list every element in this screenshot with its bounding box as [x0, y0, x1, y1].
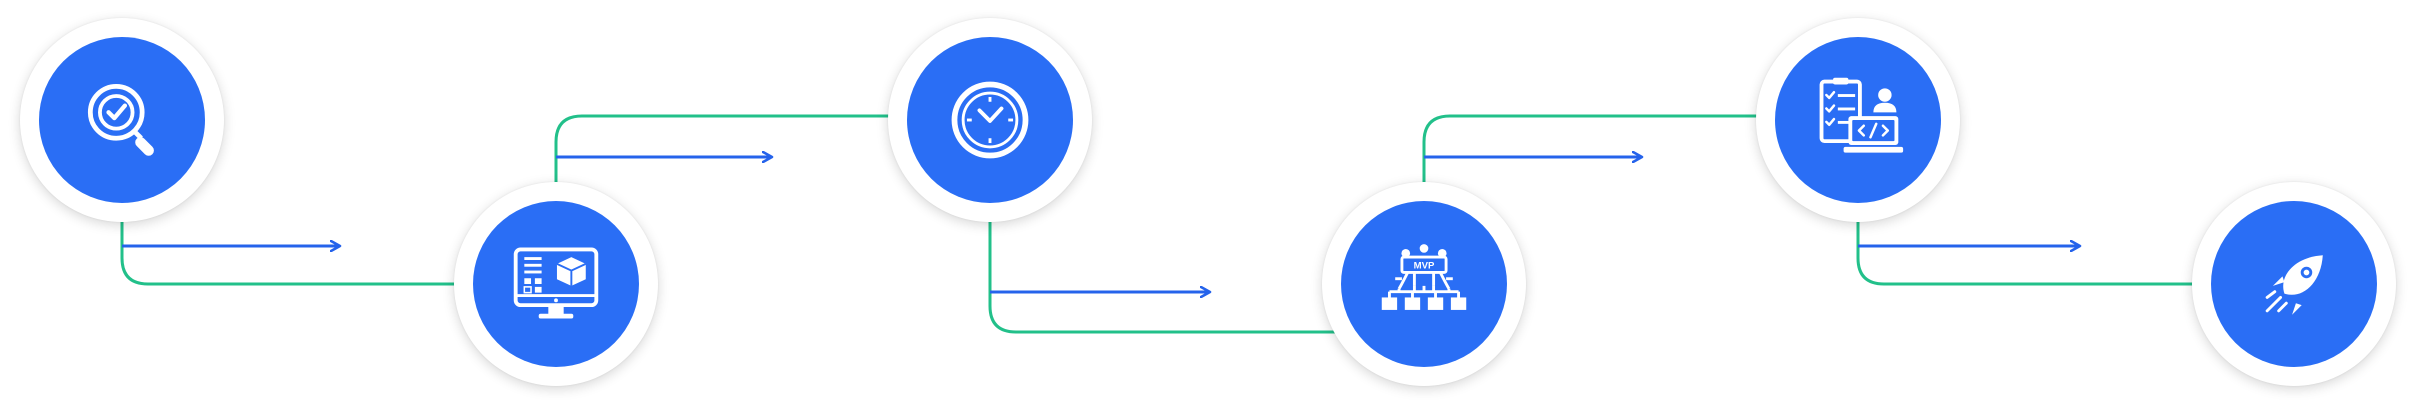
connector-3-4	[988, 222, 1336, 334]
step-disc-1	[39, 37, 205, 203]
clock-icon	[951, 81, 1029, 159]
step-node-5	[1756, 18, 1960, 222]
step-node-3	[888, 18, 1092, 222]
connector-1-2	[120, 222, 456, 286]
checklist-code-icon	[1819, 77, 1904, 153]
connector-2-3	[554, 114, 890, 184]
connector-5-6	[1856, 222, 2194, 286]
mvp-structure-icon: MVP	[1381, 244, 1467, 310]
step-disc-4: MVP	[1341, 201, 1507, 367]
search-check-icon	[87, 84, 154, 156]
rocket-icon	[2265, 255, 2323, 315]
connector-4-5	[1422, 114, 1758, 184]
step-node-1	[20, 18, 224, 222]
desktop-dashboard-icon	[513, 247, 599, 319]
step-node-6	[2192, 182, 2396, 386]
step-disc-3	[907, 37, 1073, 203]
step-disc-5	[1775, 37, 1941, 203]
step-disc-6	[2211, 201, 2377, 367]
step-disc-2	[473, 201, 639, 367]
step-node-4: MVP	[1322, 182, 1526, 386]
mvp-icon-text: MVP	[1414, 261, 1435, 272]
step-node-2	[454, 182, 658, 386]
